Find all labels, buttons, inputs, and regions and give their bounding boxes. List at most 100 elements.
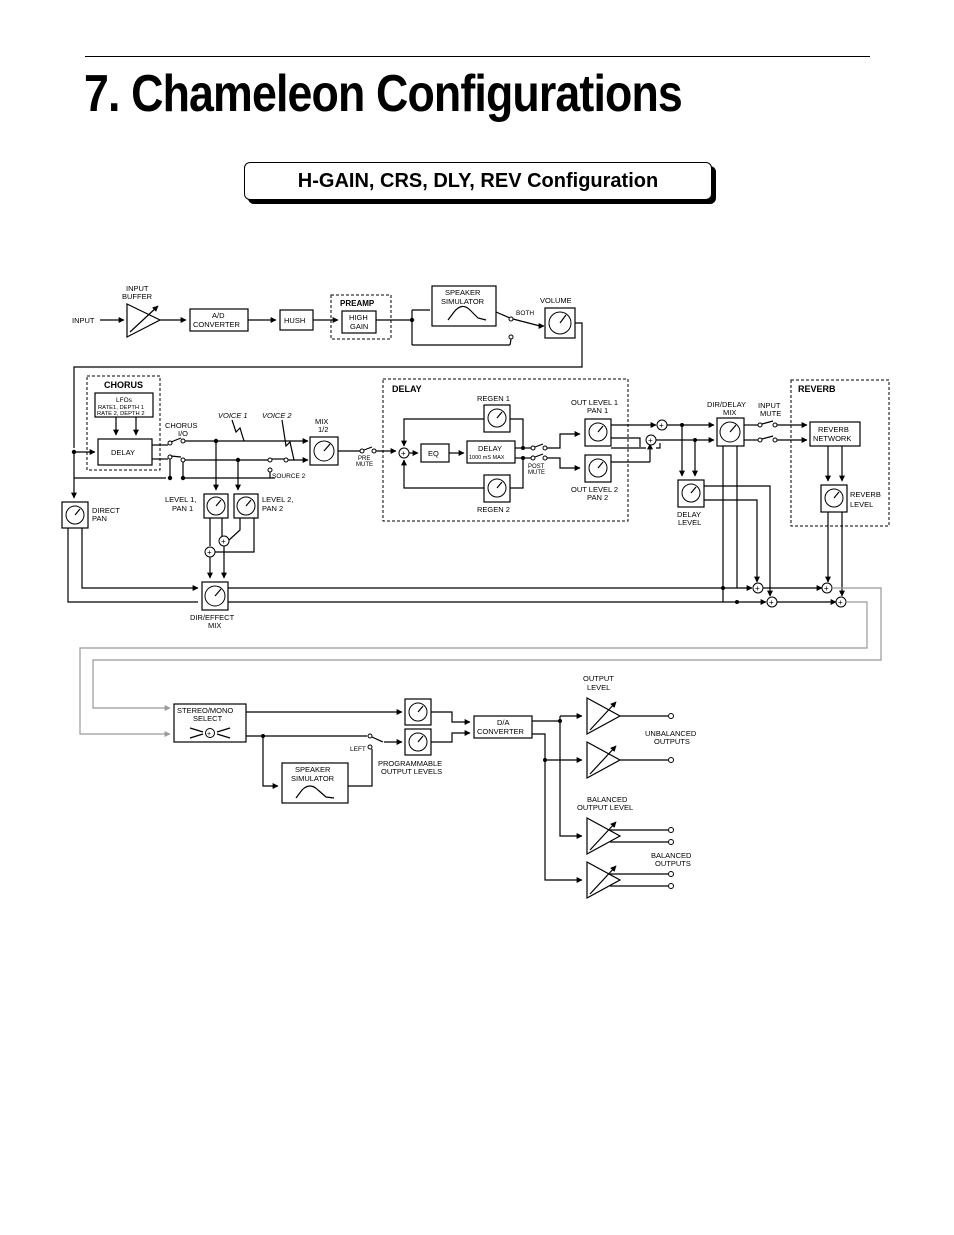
sum-node-f: + (769, 598, 774, 607)
volume-knob: VOLUME (540, 296, 576, 339)
dir-effect-mix-knob: DIR/EFFECT MIX (190, 581, 235, 630)
sum-node-c: + (659, 421, 664, 430)
output-level-label-1: OUTPUT (583, 674, 614, 683)
configuration-title: H-GAIN, CRS, DLY, REV Configuration (297, 169, 659, 192)
spk-sim2-label-2: SIMULATOR (291, 774, 335, 783)
output-level-label-2: LEVEL (587, 683, 610, 692)
level1-label-1: LEVEL 1, (165, 495, 196, 504)
mix12-label-2: 1/2 (318, 425, 328, 434)
ad-converter-block: A/D CONVERTER (189, 308, 249, 332)
bal-out-label-2: OUTPUTS (655, 859, 691, 868)
delay-level-label-2: LEVEL (678, 518, 701, 527)
preamp-label: PREAMP (340, 299, 375, 308)
out-level1-label-2: PAN 1 (587, 406, 608, 415)
level2-label-1: LEVEL 2, (262, 495, 293, 504)
hush-block: HUSH (279, 309, 314, 331)
volume-label: VOLUME (540, 296, 572, 305)
spk-sim-label-1: SPEAKER (445, 288, 481, 297)
bal-out-label-1: BALANCED (651, 851, 692, 860)
pre-mute-label-1: PRE (358, 456, 370, 462)
prog-out-label-1: PROGRAMMABLE (378, 759, 442, 768)
programmable-output-levels: PROGRAMMABLE OUTPUT LEVELS (378, 698, 442, 776)
delay-level-label-1: DELAY (677, 510, 701, 519)
hush-label: HUSH (284, 316, 305, 325)
high-gain-label-2: GAIN (350, 322, 368, 331)
voice1-label: VOICE 1 (218, 411, 248, 420)
input-chain: INPUT INPUT BUFFER A/D CONVERTER HUSH PR… (72, 284, 583, 448)
delay-label: DELAY (392, 384, 422, 394)
chorus-io-label-1: CHORUS (165, 421, 198, 430)
sum-node-a: + (207, 548, 212, 557)
lfo-rate2-label: RATE 2, DEPTH 2 (97, 411, 145, 417)
lfo-rate1-label: RATE1, DEPTH 1 (98, 405, 144, 411)
da-converter-block: D/A CONVERTER (473, 715, 533, 739)
level2-pan2-knob: LEVEL 2, PAN 2 (233, 493, 293, 519)
spk-sim2-label-1: SPEAKER (295, 765, 331, 774)
high-gain-label-1: HIGH (349, 313, 368, 322)
chorus-delay-label: DELAY (111, 448, 135, 457)
dir-delay-label-1: DIR/DELAY (707, 400, 746, 409)
direct-pan-knob: DIRECT PAN (61, 501, 120, 529)
chorus-section: CHORUS LFOs RATE1, DEPTH 1 RATE 2, DEPTH… (71, 375, 309, 499)
output-amp-unbalanced-2: UNBALANCED OUTPUTS (586, 729, 697, 780)
input-label: INPUT (72, 316, 95, 325)
out-level2-knob: OUT LEVEL 2 PAN 2 (571, 454, 618, 502)
out-level2-label-2: PAN 2 (587, 493, 608, 502)
unbalanced-label-1: UNBALANCED (645, 729, 697, 738)
left-label: LEFT (350, 746, 366, 753)
dir-effect-label-2: MIX (208, 621, 221, 630)
input-buffer-amp: INPUT BUFFER (122, 284, 162, 338)
pre-mute-label-2: MUTE (356, 462, 373, 468)
stereo-mono-label-2: SELECT (193, 714, 223, 723)
level2-label-2: PAN 2 (262, 504, 283, 513)
reverb-label: REVERB (798, 384, 836, 394)
delay-block-label-2: 1000 mS MAX (469, 455, 505, 461)
direct-pan-label-2: PAN (92, 514, 107, 523)
delay-level-knob: DELAY LEVEL (677, 479, 705, 527)
delay-block-label-1: DELAY (478, 444, 502, 453)
out-level1-label-1: OUT LEVEL 1 (571, 398, 618, 407)
spk-sim-label-2: SIMULATOR (441, 297, 485, 306)
direct-pan-label-1: DIRECT (92, 506, 120, 515)
reverb-section: REVERB REVERB NETWORK REVERB LEVEL (790, 379, 890, 527)
stereo-mono-sum: + (207, 731, 211, 738)
level1-label-2: PAN 1 (172, 504, 193, 513)
dir-effect-label-1: DIR/EFFECT (190, 613, 235, 622)
output-amp-balanced-1: BALANCED OUTPUT LEVEL (577, 795, 674, 856)
voice2-label: VOICE 2 (262, 411, 292, 420)
reverb-net-label-1: REVERB (818, 425, 849, 434)
out-level2-label-1: OUT LEVEL 2 (571, 485, 618, 494)
dir-delay-label-2: MIX (723, 408, 736, 417)
output-amp-unbalanced-1: OUTPUT LEVEL (583, 674, 674, 736)
regen1-knob: REGEN 1 (477, 394, 511, 433)
reverb-level-label-1: REVERB (850, 490, 881, 499)
da-label-1: D/A (497, 718, 510, 727)
sum-node-e: + (755, 584, 760, 593)
delay-sum-node: + (401, 449, 406, 458)
reverb-net-label-2: NETWORK (813, 434, 851, 443)
sum-node-g: + (824, 584, 829, 593)
prog-out-label-2: OUTPUT LEVELS (381, 767, 442, 776)
header-rule (85, 56, 870, 57)
input-buffer-label-1: INPUT (126, 284, 149, 293)
sum-node-h: + (838, 598, 843, 607)
reverb-level-label-2: LEVEL (850, 500, 873, 509)
stereo-mono-select-block: STEREO/MONO SELECT + (173, 703, 247, 743)
bal-level-label-1: BALANCED (587, 795, 628, 804)
eq-label: EQ (428, 449, 439, 458)
chorus-io-label-2: I/O (178, 429, 188, 438)
regen1-label: REGEN 1 (477, 394, 510, 403)
configuration-title-box: H-GAIN, CRS, DLY, REV Configuration (244, 162, 712, 200)
ad-label-2: CONVERTER (193, 320, 241, 329)
regen2-label: REGEN 2 (477, 505, 510, 514)
regen2-knob: REGEN 2 (477, 474, 511, 514)
level1-pan1-knob: LEVEL 1, PAN 1 (165, 493, 229, 519)
mix12-label-1: MIX (315, 417, 328, 426)
post-mute-label-2: MUTE (528, 470, 545, 476)
sum-node-d: + (648, 436, 653, 445)
preamp-group: PREAMP HIGH GAIN (330, 294, 392, 340)
delay-section: DELAY + EQ DELAY 1000 mS MAX POST MUTE R… (382, 378, 629, 522)
source2-label: SOURCE 2 (272, 473, 306, 480)
stereo-mono-label-1: STEREO/MONO (177, 706, 233, 715)
